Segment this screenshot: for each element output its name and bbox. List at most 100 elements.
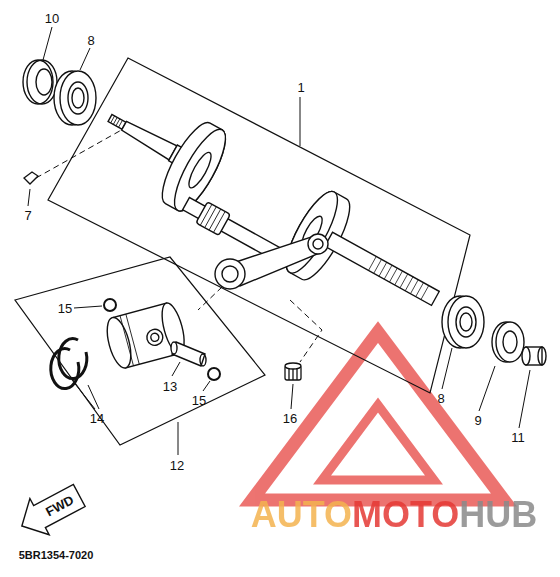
drawing-stroke (222, 266, 238, 282)
part-code: 5BR1354-7020 (18, 549, 95, 562)
drawing-stroke (200, 204, 212, 225)
watermark-logo (252, 332, 504, 500)
callout-number: 8 (436, 391, 445, 406)
drawing-stroke (171, 342, 177, 354)
drawing-stroke (178, 422, 179, 455)
drawing-stroke (103, 315, 136, 370)
drawing-stroke (410, 280, 418, 294)
drawing-stroke (36, 69, 52, 95)
drawing-stroke (479, 366, 495, 411)
drawing-stroke (296, 368, 297, 380)
drawing-stroke (172, 342, 205, 366)
drawing-stroke (111, 116, 123, 127)
drawing-stroke (292, 369, 293, 380)
connecting-rod (215, 234, 328, 289)
arrow-shape (12, 477, 89, 544)
drawing-stroke (119, 120, 123, 127)
drawing-stroke (43, 27, 52, 60)
drawing-stroke (379, 262, 387, 276)
drawing-stroke (290, 300, 322, 362)
drawing-stroke (313, 239, 323, 249)
callout-number: 15 (57, 301, 73, 316)
drawing-stroke (325, 232, 439, 305)
callout-number: 13 (162, 379, 178, 394)
drawing-stroke (395, 271, 403, 285)
drawing-stroke (88, 385, 99, 409)
drawing-stroke (196, 202, 230, 236)
drawing-stroke (285, 363, 301, 369)
callout-number: 14 (89, 411, 105, 426)
crankshaft-group-outline (48, 58, 470, 393)
collar (522, 347, 546, 365)
piston-rings (51, 339, 87, 389)
drawing-stroke (68, 82, 88, 114)
drawing-stroke (200, 204, 225, 232)
drawing-stroke (322, 405, 434, 480)
direction-arrow: FWD (12, 477, 90, 544)
drawing-stroke (519, 370, 530, 428)
drawing-stroke (60, 71, 96, 125)
drawing-stroke (72, 88, 84, 108)
needle-bearing (285, 363, 301, 380)
callout-number: 15 (191, 393, 207, 408)
drawing-stroke (59, 339, 87, 379)
drawing-stroke (205, 207, 217, 228)
crankshaft (86, 80, 457, 343)
drawing-stroke (213, 212, 225, 233)
oil-seal (492, 322, 524, 362)
piston-pin (171, 342, 206, 366)
drawing-stroke (421, 286, 429, 300)
drawing-stroke (111, 116, 115, 123)
drawing-stroke (291, 384, 293, 409)
watermark: AUTOMOTOHUB (250, 496, 539, 534)
drawing-stroke (460, 313, 472, 331)
callout-number: 10 (44, 11, 60, 26)
drawing-stroke (185, 150, 215, 191)
drawing-stroke (374, 259, 382, 273)
callout-number: 8 (86, 33, 95, 48)
callout-number: 12 (169, 458, 185, 473)
drawing-stroke (116, 119, 120, 126)
drawing-stroke (209, 209, 221, 230)
callout-number: 16 (282, 411, 298, 426)
drawing-stroke (456, 307, 476, 337)
drawing-stroke (384, 265, 392, 279)
drawing-stroke (496, 322, 524, 362)
drawing-stroke (405, 277, 413, 291)
drawing-stroke (503, 331, 517, 353)
drawing-stroke (448, 296, 484, 348)
oil-seal (23, 60, 57, 104)
drawing-stroke (538, 347, 546, 365)
drawing-stroke (198, 287, 222, 310)
drawing-stroke (400, 274, 408, 288)
drawing-stroke (288, 368, 289, 380)
drawing-stroke (74, 306, 102, 308)
leader-lines (28, 27, 530, 455)
drawing-stroke (120, 316, 133, 366)
drawing-stroke (80, 48, 90, 70)
drawing-stroke (145, 328, 165, 348)
drawing-stroke (72, 380, 95, 409)
drawing-stroke (28, 189, 30, 206)
drawing-stroke (120, 119, 177, 160)
drawing-stroke (389, 268, 397, 282)
callout-number: 7 (23, 208, 32, 223)
drawing-stroke (126, 314, 139, 364)
drawing-stroke (215, 259, 245, 289)
woodruff-key (24, 172, 38, 184)
drawing-stroke (23, 60, 53, 104)
bearing (54, 71, 96, 125)
drawing-stroke (203, 381, 210, 391)
drawing-stroke (200, 354, 206, 366)
callout-number: 11 (510, 430, 526, 445)
drawing-stroke (369, 256, 377, 270)
drawing-stroke (277, 185, 358, 286)
circlip (208, 368, 220, 380)
piston-group-outline (15, 257, 265, 445)
drawing-stroke (36, 128, 125, 178)
circlip (104, 299, 116, 311)
drawing-stroke (51, 349, 79, 389)
